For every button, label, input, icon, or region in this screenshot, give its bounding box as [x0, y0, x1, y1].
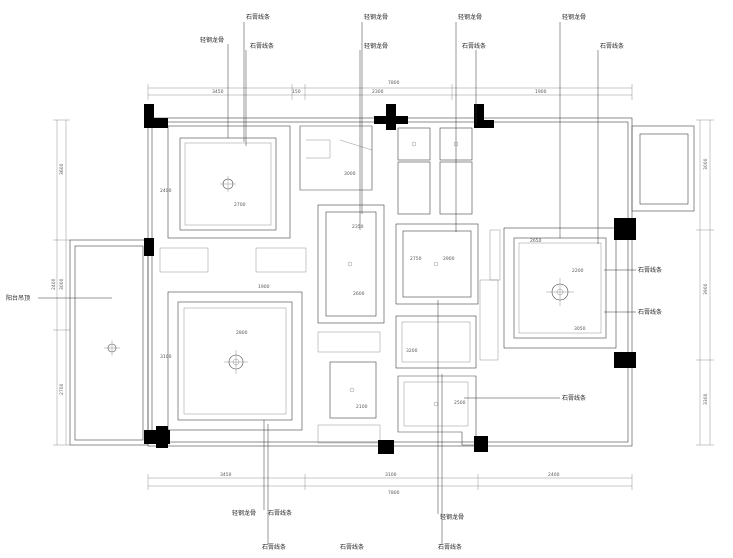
label-bottom-4: 石膏线条 — [262, 543, 286, 551]
label-top-2: 石膏线条 — [246, 13, 270, 21]
room-tag-12: 2650 — [530, 238, 542, 244]
label-top-8: 轻钢龙骨 — [562, 13, 586, 21]
dim-left-1: 3600 — [59, 163, 65, 175]
dim-left-4: 2400 — [51, 278, 57, 290]
dim-top-seg-3: 2300 — [372, 89, 384, 95]
label-top-1: 轻钢龙骨 — [200, 36, 224, 44]
ceiling-panels — [159, 125, 617, 446]
room-tag-10: 2500 — [454, 400, 466, 406]
dim-left-3: 2700 — [59, 383, 65, 395]
dim-right-3: 3300 — [703, 393, 709, 405]
room-tags: 2700 2400 3000 2600 2900 2200 1900 2800 … — [160, 171, 586, 410]
label-balcony: 阳台吊顶 — [6, 294, 30, 302]
dimension-lines: 7800 3450 150 2300 1900 3450 3100 2400 7… — [51, 80, 714, 496]
dim-bottom-seg-2: 3100 — [385, 472, 397, 478]
leader-lines — [38, 22, 636, 545]
room-tag-14: 2750 — [410, 256, 422, 262]
room-tag-3: 3000 — [344, 171, 356, 177]
label-bottom-3: 轻钢龙骨 — [440, 513, 464, 521]
dim-right-1: 3000 — [703, 158, 709, 170]
room-tag-5: 2900 — [443, 256, 455, 262]
label-bottom-5: 石膏线条 — [340, 543, 364, 551]
label-right-2: 石膏线条 — [638, 308, 662, 316]
dim-top-seg-4: 1900 — [535, 89, 547, 95]
walls — [69, 117, 695, 447]
label-top-5: 轻钢龙骨 — [364, 42, 388, 50]
dim-bottom-seg-1: 3450 — [220, 472, 232, 478]
room-tag-2: 2400 — [160, 188, 172, 194]
room-tag-13: 3100 — [160, 354, 172, 360]
dim-left-2: 3000 — [59, 278, 65, 290]
room-tag-4: 2600 — [353, 291, 365, 297]
dim-bottom-seg-3: 2400 — [548, 472, 560, 478]
label-right-3: 石膏线条 — [562, 394, 586, 402]
structural-columns — [144, 104, 636, 454]
room-tag-6: 2200 — [572, 268, 584, 274]
room-tag-9: 3200 — [406, 348, 418, 354]
room-tag-11: 2100 — [356, 404, 368, 410]
room-tag-1: 2700 — [234, 202, 246, 208]
label-bottom-1: 轻钢龙骨 — [232, 509, 256, 517]
dim-right-2: 3900 — [703, 283, 709, 295]
dim-top-seg-1: 3450 — [212, 89, 224, 95]
dim-top-total: 7800 — [388, 80, 400, 86]
annotation-labels: 轻钢龙骨 石膏线条 石膏线条 轻钢龙骨 轻钢龙骨 石膏线条 轻钢龙骨 轻钢龙骨 … — [6, 13, 662, 551]
label-bottom-6: 石膏线条 — [438, 543, 462, 551]
light-fixtures — [104, 141, 574, 407]
label-top-6: 石膏线条 — [462, 42, 486, 50]
room-tag-8: 2800 — [236, 330, 248, 336]
label-top-9: 石膏线条 — [600, 42, 624, 50]
label-top-4: 轻钢龙骨 — [364, 13, 388, 21]
label-right-1: 石膏线条 — [638, 266, 662, 274]
label-top-7: 轻钢龙骨 — [458, 13, 482, 21]
label-bottom-2: 石膏线条 — [268, 509, 292, 517]
room-tag-7: 1900 — [258, 284, 270, 290]
dim-top-seg-2: 150 — [292, 89, 301, 95]
room-tag-15: 2350 — [352, 224, 364, 230]
room-tag-16: 3050 — [574, 326, 586, 332]
label-top-3: 石膏线条 — [250, 42, 274, 50]
dim-bottom-total: 7800 — [388, 490, 400, 496]
